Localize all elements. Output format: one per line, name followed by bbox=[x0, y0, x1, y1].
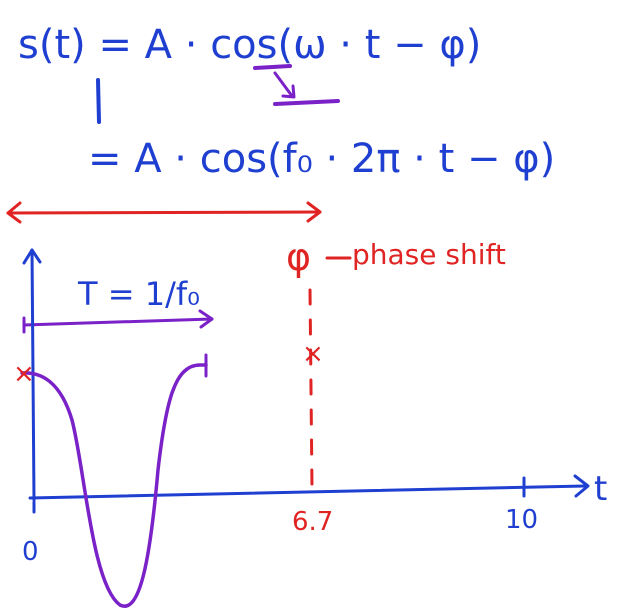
start-marker: × bbox=[13, 359, 35, 389]
t-axis-arrow-head bbox=[573, 474, 590, 498]
equation-line-1: s(t) = A · cos(ω · t − φ) bbox=[18, 22, 481, 68]
t-axis bbox=[28, 484, 587, 500]
equality-continuation-bar bbox=[96, 78, 101, 124]
y-axis-arrow-head bbox=[22, 248, 42, 265]
phase-span-arrow bbox=[6, 210, 322, 215]
substitution-arrow bbox=[273, 71, 294, 98]
phase-span-arrow-left-head bbox=[6, 201, 22, 224]
omega-underline bbox=[253, 64, 292, 70]
period-label: T = 1/f₀ bbox=[77, 275, 200, 313]
phase-symbol: φ bbox=[286, 235, 311, 279]
two-pi-underline bbox=[273, 99, 340, 106]
tick-label-0: 0 bbox=[22, 537, 39, 567]
phase-span-arrow-right-head bbox=[306, 201, 322, 223]
tick-label-10: 10 bbox=[505, 505, 538, 535]
period-arrow bbox=[22, 317, 214, 327]
substitution-arrow-head bbox=[281, 84, 296, 99]
period-arrow-head bbox=[198, 309, 214, 329]
cosine-curve bbox=[20, 363, 208, 608]
equation-line-2: = A · cos(f₀ · 2π · t − φ) bbox=[88, 136, 555, 182]
shifted-marker: × bbox=[302, 339, 324, 369]
tick-label-6-7: 6.7 bbox=[292, 507, 333, 537]
phase-shift-dashed-line bbox=[308, 288, 314, 490]
phase-shift-label: phase shift bbox=[352, 238, 506, 271]
t-axis-label: t bbox=[594, 469, 607, 509]
